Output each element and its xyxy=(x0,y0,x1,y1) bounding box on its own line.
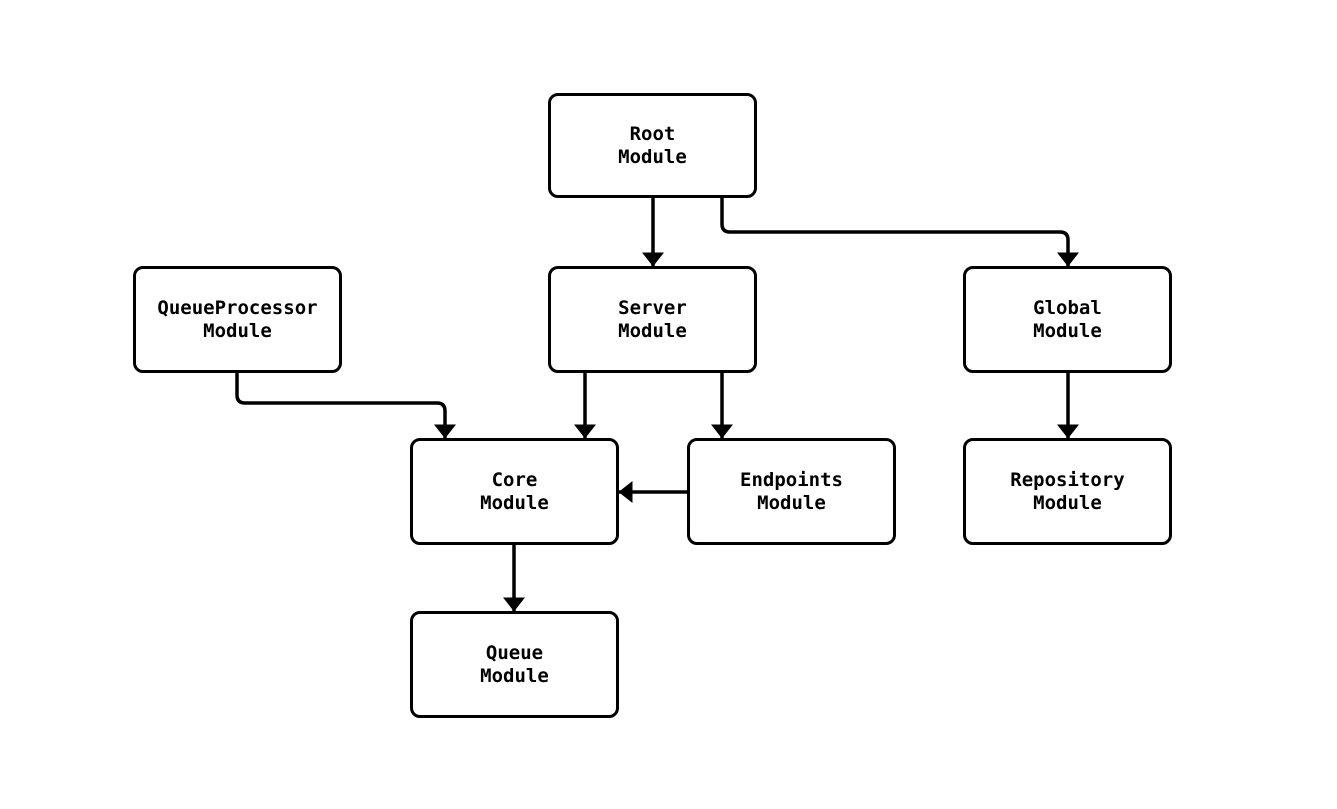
node-global-module: Global Module xyxy=(963,266,1172,373)
node-core-module: Core Module xyxy=(410,438,619,545)
node-endpoints-module-label: Endpoints Module xyxy=(740,468,843,514)
node-server-module-label: Server Module xyxy=(618,296,687,342)
node-repository-module: Repository Module xyxy=(963,438,1172,545)
node-root-module-label: Root Module xyxy=(618,122,687,168)
node-queue-module: Queue Module xyxy=(410,611,619,718)
node-queue-module-label: Queue Module xyxy=(480,641,549,687)
node-root-module: Root Module xyxy=(548,93,757,198)
node-core-module-label: Core Module xyxy=(480,468,549,514)
node-queueprocessor-module-label: QueueProcessor Module xyxy=(157,296,318,342)
node-queueprocessor-module: QueueProcessor Module xyxy=(133,266,342,373)
node-server-module: Server Module xyxy=(548,266,757,373)
node-repository-module-label: Repository Module xyxy=(1010,468,1125,514)
edge-queueprocessor-to-core xyxy=(235,373,456,439)
node-global-module-label: Global Module xyxy=(1033,296,1102,342)
node-endpoints-module: Endpoints Module xyxy=(687,438,896,545)
edge-root-to-global xyxy=(720,198,1079,267)
